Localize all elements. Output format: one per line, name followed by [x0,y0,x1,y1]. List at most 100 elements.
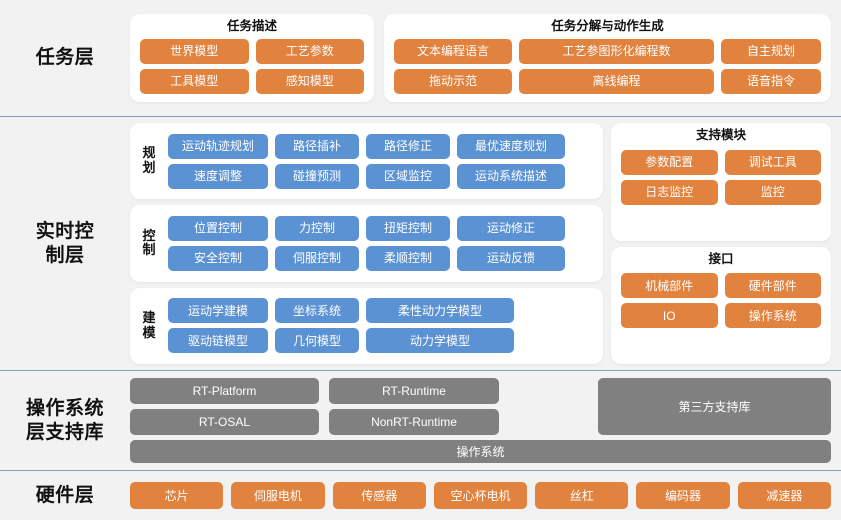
chip-safety-control[interactable]: 安全控制 [168,245,268,271]
layer-realtime-control-label: 实时控制层 [35,221,95,266]
chip-rt-osal[interactable]: RT-OSAL [130,409,319,435]
chip-coordinate-system[interactable]: 坐标系统 [275,298,359,324]
row-spacer [572,246,595,271]
chip-position-control[interactable]: 位置控制 [168,215,268,241]
chip-reducer[interactable]: 减速器 [737,482,831,509]
chip-row: 安全控制 伺服控制 柔顺控制 运动反馈 [168,245,595,271]
realtime-groups: 规划 运动轨迹规划 路径插补 路径修正 最优速度规划 速度调整 碰撞预测 [130,123,603,364]
chip-row: 驱动链模型 几何模型 动力学模型 [168,328,595,354]
chip-graphical-programming[interactable]: 工艺参图形化编程数 [519,38,714,64]
layer-realtime-control-body: 规划 运动轨迹规划 路径插补 路径修正 最优速度规划 速度调整 碰撞预测 [130,117,841,370]
group-planning-rows: 运动轨迹规划 路径插补 路径修正 最优速度规划 速度调整 碰撞预测 区域监控 运… [168,133,595,189]
chip-speed-adjustment[interactable]: 速度调整 [168,163,268,189]
chip-rt-platform[interactable]: RT-Platform [130,378,319,404]
chip-path-correction[interactable]: 路径修正 [366,133,450,159]
chip-offline-programming[interactable]: 离线编程 [519,68,714,94]
chip-motion-feedback[interactable]: 运动反馈 [457,245,565,271]
chip-chip[interactable]: 芯片 [130,482,224,509]
chip-optimal-speed-planning[interactable]: 最优速度规划 [457,133,565,159]
card-support-modules: 支持模块 参数配置 调试工具 日志监控 监控 [611,123,831,241]
chip-geometric-model[interactable]: 几何模型 [275,328,359,354]
layer-hardware-label: 硬件层 [35,484,95,506]
layer-os-support-body: RT-Platform RT-OSAL RT-Runtime NonRT-Run… [130,371,841,470]
chip-motion-trajectory-planning[interactable]: 运动轨迹规划 [168,133,268,159]
group-control: 控制 位置控制 力控制 扭矩控制 运动修正 安全控制 伺服控制 柔顺控制 [130,205,603,282]
row-spacer [521,328,595,353]
os-top-row: RT-Platform RT-OSAL RT-Runtime NonRT-Run… [130,378,831,435]
chip-flexible-dynamics-model[interactable]: 柔性动力学模型 [366,298,514,324]
chip-dynamics-model[interactable]: 动力学模型 [366,328,514,354]
chip-servo-control[interactable]: 伺服控制 [275,245,359,271]
chip-kinematic-modeling[interactable]: 运动学建模 [168,298,268,324]
chip-operating-system-base[interactable]: 操作系统 [130,440,831,463]
layer-os-support: 操作系统层支持库 RT-Platform RT-OSAL RT-Runtime … [0,370,841,470]
chip-row: 文本编程语言 工艺参图形化编程数 自主规划 [394,38,821,64]
chip-lead-screw[interactable]: 丝杠 [535,482,629,509]
chip-row: 速度调整 碰撞预测 区域监控 运动系统描述 [168,163,595,189]
chip-area-monitoring[interactable]: 区域监控 [366,163,450,189]
chip-process-parameters[interactable]: 工艺参数 [255,38,364,64]
layer-os-support-label: 操作系统层支持库 [25,398,104,443]
layer-hardware-body: 芯片 伺服电机 传感器 空心杯电机 丝杠 编码器 减速器 [130,471,841,520]
group-control-rows: 位置控制 力控制 扭矩控制 运动修正 安全控制 伺服控制 柔顺控制 运动反馈 [168,215,595,271]
os-column-platform: RT-Platform RT-OSAL [130,378,319,435]
group-modeling-rows: 运动学建模 坐标系统 柔性动力学模型 驱动链模型 几何模型 动力学模型 [168,298,595,354]
chip-torque-control[interactable]: 扭矩控制 [366,215,450,241]
chip-parameter-configuration[interactable]: 参数配置 [621,149,718,175]
chip-text-programming-language[interactable]: 文本编程语言 [394,38,512,64]
card-task-description-title: 任务描述 [226,19,277,34]
chip-path-interpolation[interactable]: 路径插补 [275,133,359,159]
chip-compliance-control[interactable]: 柔顺控制 [366,245,450,271]
chip-io[interactable]: IO [621,303,718,329]
chip-drag-demonstration[interactable]: 拖动示范 [394,68,512,94]
row-spacer [572,216,595,241]
chip-world-model[interactable]: 世界模型 [140,38,249,64]
group-modeling-label: 建模 [142,309,156,340]
os-column-gap [509,378,588,435]
chip-autonomous-planning[interactable]: 自主规划 [721,38,821,64]
chip-coreless-motor[interactable]: 空心杯电机 [433,482,528,509]
chip-hardware-components[interactable]: 硬件部件 [724,273,821,299]
card-task-decomposition-rows: 文本编程语言 工艺参图形化编程数 自主规划 拖动示范 离线编程 语音指令 [394,38,821,94]
os-column-thirdparty: 第三方支持库 [598,378,831,435]
card-task-description: 任务描述 世界模型 工艺参数 工具模型 感知模型 [130,14,374,102]
group-modeling: 建模 运动学建模 坐标系统 柔性动力学模型 驱动链模型 几何模型 动力学模型 [130,287,603,364]
layer-task-label: 任务层 [35,47,95,69]
layer-task-body: 任务描述 世界模型 工艺参数 工具模型 感知模型 任务分解与动作生成 [130,0,841,116]
card-task-decomposition: 任务分解与动作生成 文本编程语言 工艺参图形化编程数 自主规划 拖动示范 离线编… [384,14,831,102]
chip-perception-model[interactable]: 感知模型 [255,68,364,94]
card-support-modules-rows: 参数配置 调试工具 日志监控 监控 [621,149,821,205]
chip-voice-command[interactable]: 语音指令 [721,68,821,94]
chip-sensor[interactable]: 传感器 [332,482,426,509]
chip-encoder[interactable]: 编码器 [636,482,730,509]
chip-row: 拖动示范 离线编程 语音指令 [394,68,821,94]
chip-rt-runtime[interactable]: RT-Runtime [329,378,499,404]
row-spacer [521,298,595,323]
group-planning-label: 规划 [142,145,156,176]
chip-drive-chain-model[interactable]: 驱动链模型 [168,328,268,354]
chip-mechanical-components[interactable]: 机械部件 [621,273,718,299]
chip-collision-prediction[interactable]: 碰撞预测 [275,163,359,189]
chip-log-monitoring[interactable]: 日志监控 [621,179,718,205]
chip-row: 日志监控 监控 [621,179,821,205]
chip-motion-system-description[interactable]: 运动系统描述 [457,163,565,189]
chip-row: IO 操作系统 [621,303,821,329]
chip-monitoring[interactable]: 监控 [724,179,821,205]
group-planning: 规划 运动轨迹规划 路径插补 路径修正 最优速度规划 速度调整 碰撞预测 [130,123,603,200]
card-interface-title: 接口 [708,251,734,266]
chip-tool-model[interactable]: 工具模型 [140,68,249,94]
chip-motion-correction[interactable]: 运动修正 [457,215,565,241]
layer-hardware: 硬件层 芯片 伺服电机 传感器 空心杯电机 丝杠 编码器 减速器 [0,470,841,520]
chip-row: 运动学建模 坐标系统 柔性动力学模型 [168,298,595,324]
chip-servo-motor[interactable]: 伺服电机 [231,482,325,509]
chip-debug-tool[interactable]: 调试工具 [724,149,821,175]
chip-third-party-library[interactable]: 第三方支持库 [598,378,831,435]
chip-force-control[interactable]: 力控制 [275,215,359,241]
chip-row: 参数配置 调试工具 [621,149,821,175]
card-support-modules-title: 支持模块 [695,128,746,142]
chip-row: 位置控制 力控制 扭矩控制 运动修正 [168,215,595,241]
chip-operating-system[interactable]: 操作系统 [724,303,821,329]
chip-nonrt-runtime[interactable]: NonRT-Runtime [329,409,499,435]
card-interface-rows: 机械部件 硬件部件 IO 操作系统 [621,273,821,329]
